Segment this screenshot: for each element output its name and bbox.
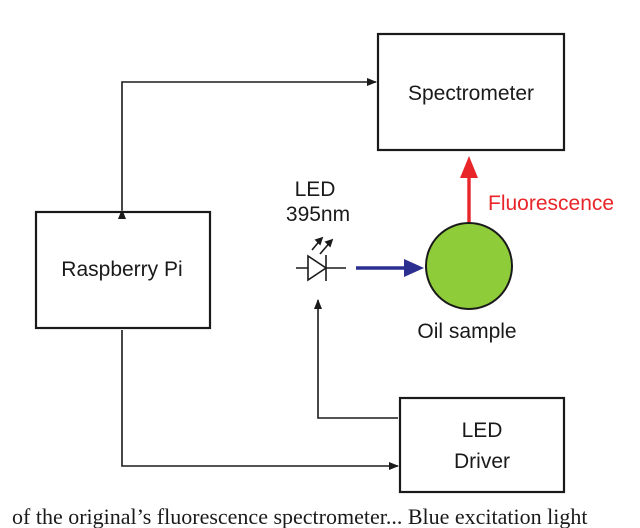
raspberry-pi-block: Raspberry Pi — [34, 210, 212, 330]
spectrometer-pi-connector — [118, 78, 377, 219]
oil-sample-circle — [425, 222, 513, 310]
led-driver-label-line2: Driver — [454, 450, 510, 473]
figure-caption-fragment: of the original’s fluorescence spectrome… — [12, 504, 587, 528]
led-driver-label-line1: LED — [462, 419, 503, 442]
spectrometer-label: Spectrometer — [408, 82, 534, 105]
excitation-arrow — [356, 259, 424, 277]
driver-led-connector — [314, 299, 398, 419]
fluorescence-label: Fluorescence — [488, 192, 614, 215]
led-wavelength-label: 395nm — [286, 203, 350, 226]
oil-sample-label: Oil sample — [417, 320, 516, 343]
fluorescence-arrow — [460, 156, 478, 222]
led-diode-icon — [296, 236, 346, 282]
led-driver-block: LED Driver — [398, 396, 566, 494]
led-label: LED — [295, 178, 336, 201]
spectrometer-block: Spectrometer — [376, 32, 566, 152]
pi-driver-connector — [121, 330, 399, 470]
raspberry-pi-label: Raspberry Pi — [61, 258, 182, 281]
